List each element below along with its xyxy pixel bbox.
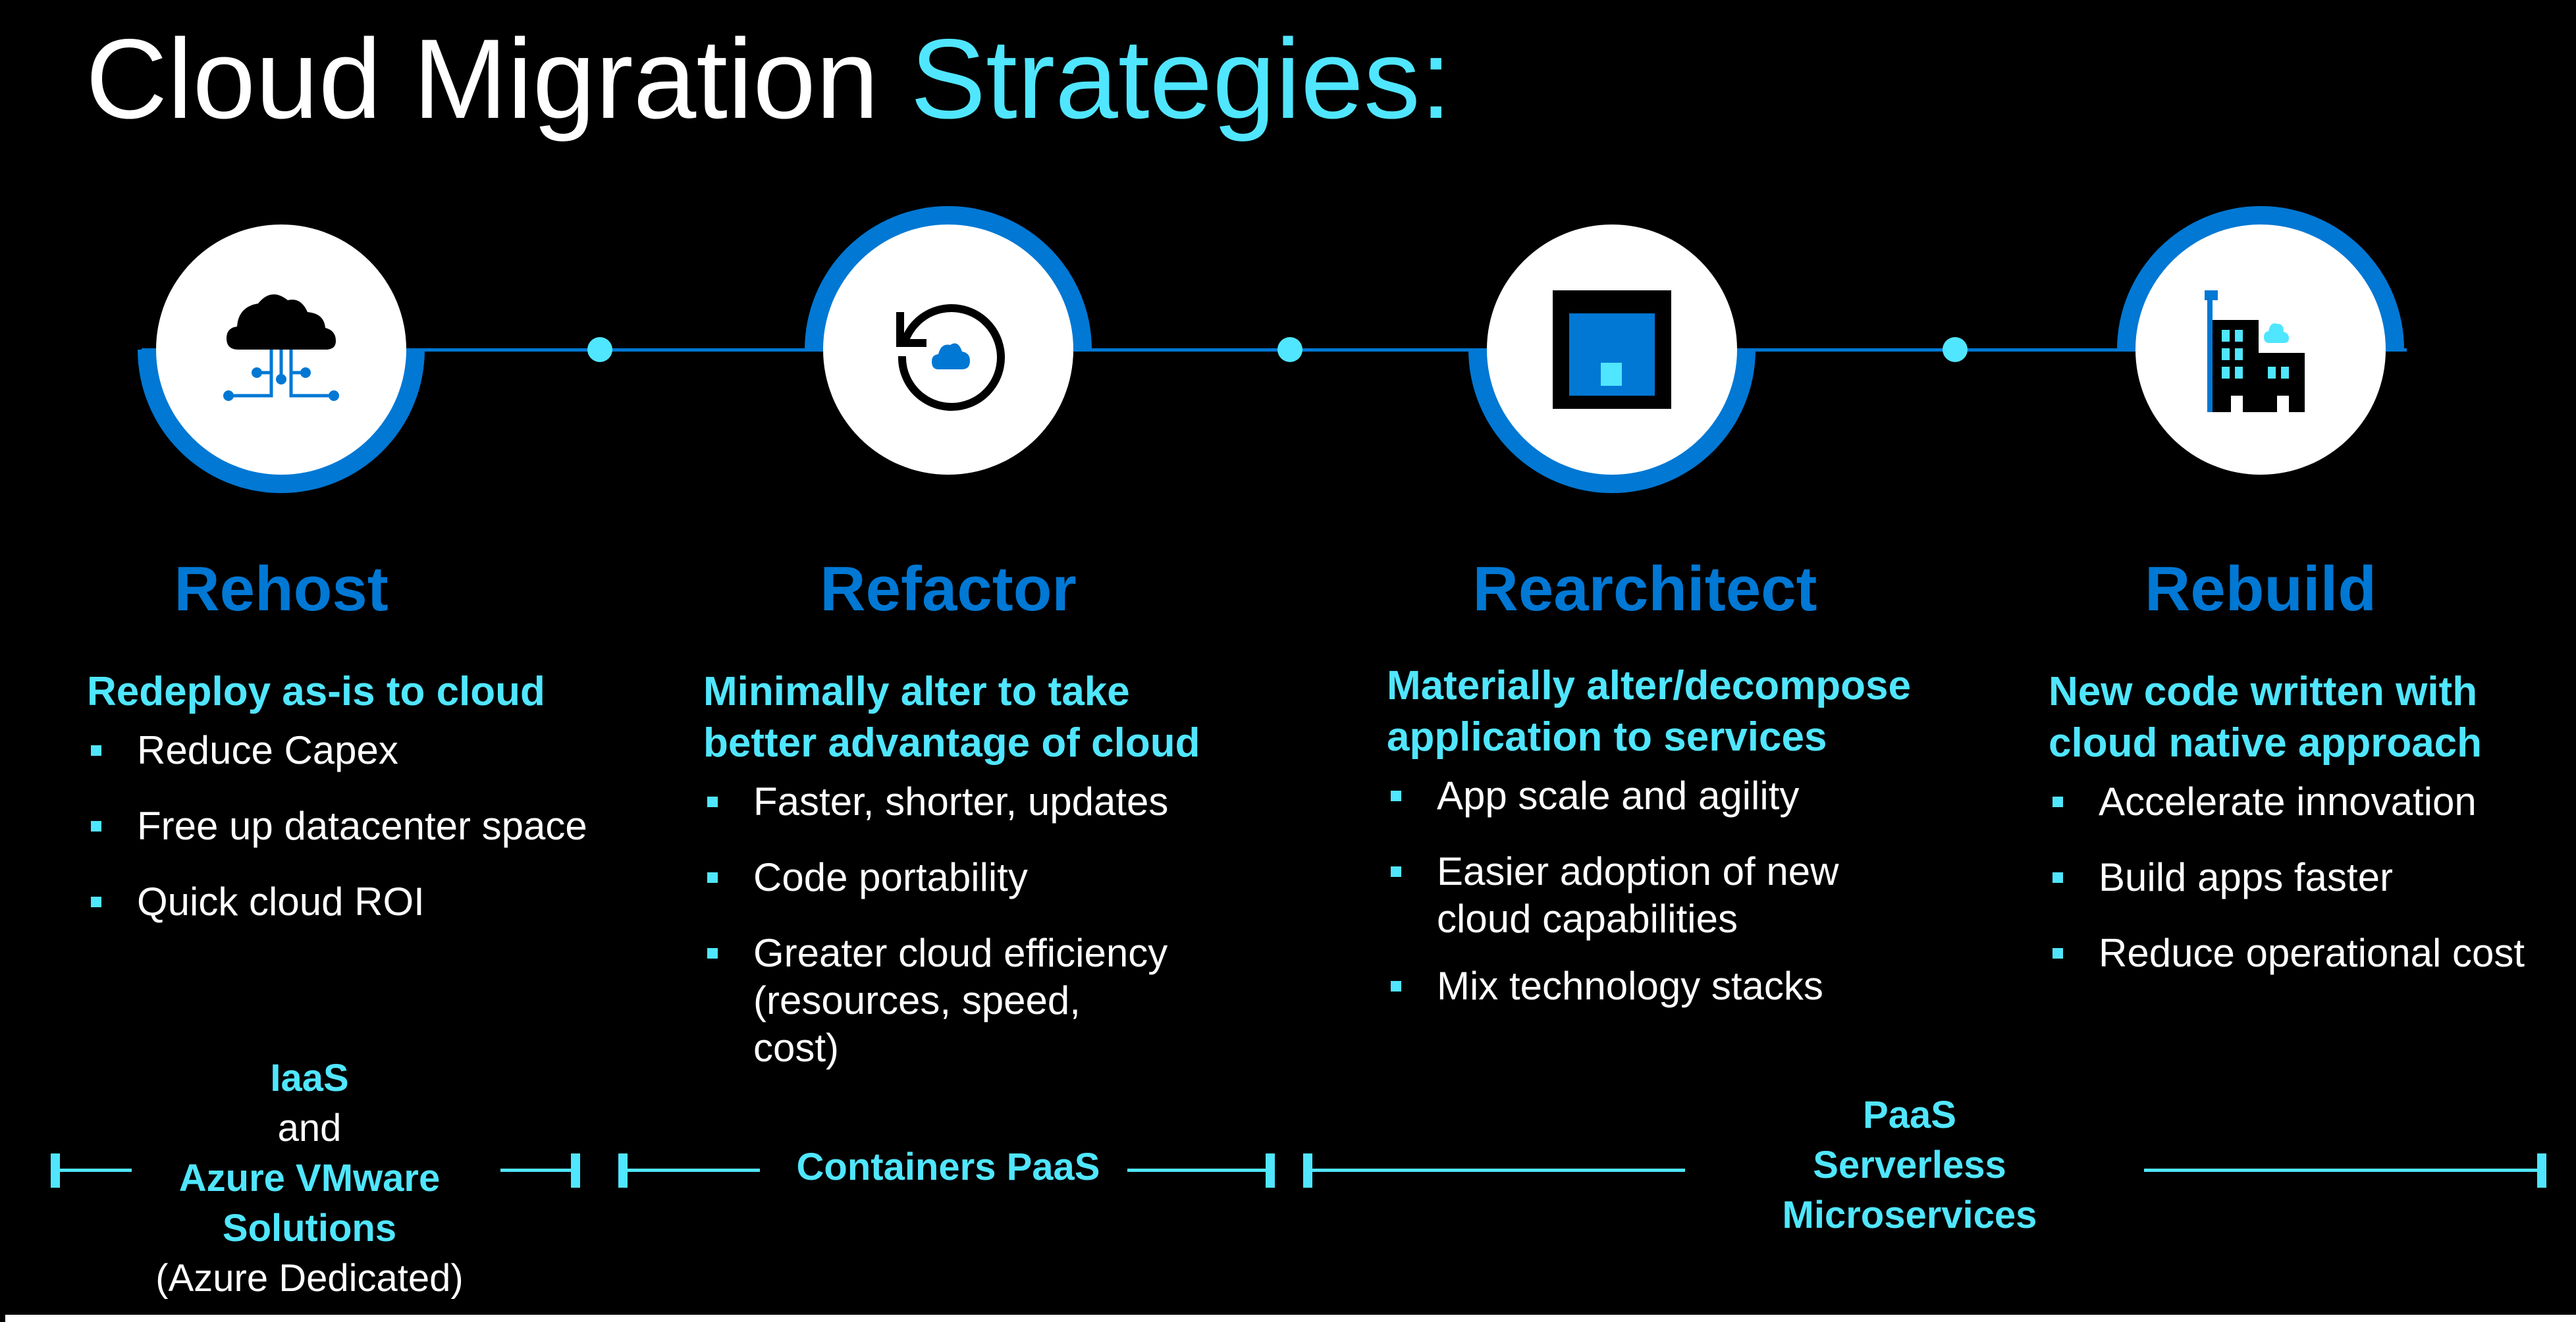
rehost-column: Redeploy as-is to cloud Reduce Capex Fre… (87, 666, 614, 954)
bullet-square-icon (707, 948, 718, 959)
range-line (500, 1169, 576, 1172)
rebuild-subtitle: New code written with cloud native appro… (2049, 669, 2482, 766)
bullet-item: Code portability (703, 854, 1230, 901)
bullet-square-icon (1391, 791, 1401, 801)
rehost-subtitle: Redeploy as-is to cloud (87, 669, 545, 714)
timeline-dot (587, 337, 612, 362)
range-line (53, 1169, 132, 1172)
rebuild-heading: Rebuild (2145, 554, 2376, 624)
title-main: Cloud Migration (86, 16, 879, 142)
bullet-item: Easier adoption of new cloud capabilitie… (1387, 848, 1885, 943)
paas-label: PaaS Serverless Microservices (1782, 1094, 2037, 1236)
bullet-item: Mix technology stacks (1387, 963, 1946, 1010)
page-title: Cloud Migration Strategies: (86, 13, 1452, 145)
refactor-column: Minimally alter to take better advantage… (703, 666, 1230, 1100)
range-line (1127, 1169, 1272, 1172)
range-cap (2537, 1153, 2546, 1188)
bullet-item: Quick cloud ROI (87, 878, 614, 926)
bullet-square-icon (1391, 866, 1401, 877)
bullet-square-icon (91, 821, 101, 832)
bullet-item: Greater cloud efficiency (resources, spe… (703, 930, 1175, 1072)
rearchitect-heading: Rearchitect (1472, 554, 1817, 624)
bullet-item: Accelerate innovation (2049, 778, 2576, 826)
range-line (2144, 1169, 2542, 1172)
bottom-edge-strip (5, 1315, 2576, 1322)
bullet-item: Free up datacenter space (87, 803, 614, 850)
cloud-network-icon (223, 294, 339, 401)
range-line (620, 1169, 760, 1172)
bullet-item: Reduce operational cost (2049, 930, 2576, 977)
containers-label: Containers PaaS (796, 1146, 1100, 1188)
bullet-square-icon (91, 897, 101, 907)
timeline-dot (1943, 337, 1968, 362)
title-accent: Strategies: (910, 16, 1452, 142)
rearchitect-column: Materially alter/decompose application t… (1387, 660, 1946, 1038)
rehost-heading: Rehost (174, 554, 389, 624)
cloud-building-icon (2205, 290, 2305, 412)
refactor-heading: Refactor (820, 554, 1077, 624)
iaas-label: IaaS and Azure VMware Solutions (Azure D… (155, 1057, 464, 1300)
bullet-square-icon (2053, 872, 2063, 883)
bullet-item: Reduce Capex (87, 727, 614, 774)
container-icon (1553, 290, 1671, 409)
timeline-dot (1277, 337, 1302, 362)
rehost-circle (156, 225, 406, 475)
rearchitect-subtitle: Materially alter/decompose application t… (1387, 663, 1911, 760)
bullet-square-icon (1391, 981, 1401, 992)
bullet-square-icon (91, 745, 101, 756)
bullet-square-icon (707, 797, 718, 807)
rebuild-column: New code written with cloud native appro… (2049, 666, 2576, 1005)
bullet-square-icon (2053, 948, 2063, 959)
rebuild-circle (2135, 225, 2386, 475)
refactor-subtitle: Minimally alter to take better advantage… (703, 669, 1200, 766)
range-cap (1266, 1153, 1275, 1188)
rearchitect-circle (1487, 225, 1737, 475)
range-cap (571, 1153, 580, 1188)
bullet-item: Faster, shorter, updates (703, 778, 1230, 826)
bullet-square-icon (2053, 797, 2063, 807)
bullet-item: Build apps faster (2049, 854, 2576, 901)
cloud-refresh-icon (896, 304, 1005, 411)
range-line (1305, 1169, 1685, 1172)
refactor-circle (823, 225, 1073, 475)
timeline-line (142, 348, 2407, 352)
bullet-item: App scale and agility (1387, 772, 1946, 820)
bullet-square-icon (707, 872, 718, 883)
